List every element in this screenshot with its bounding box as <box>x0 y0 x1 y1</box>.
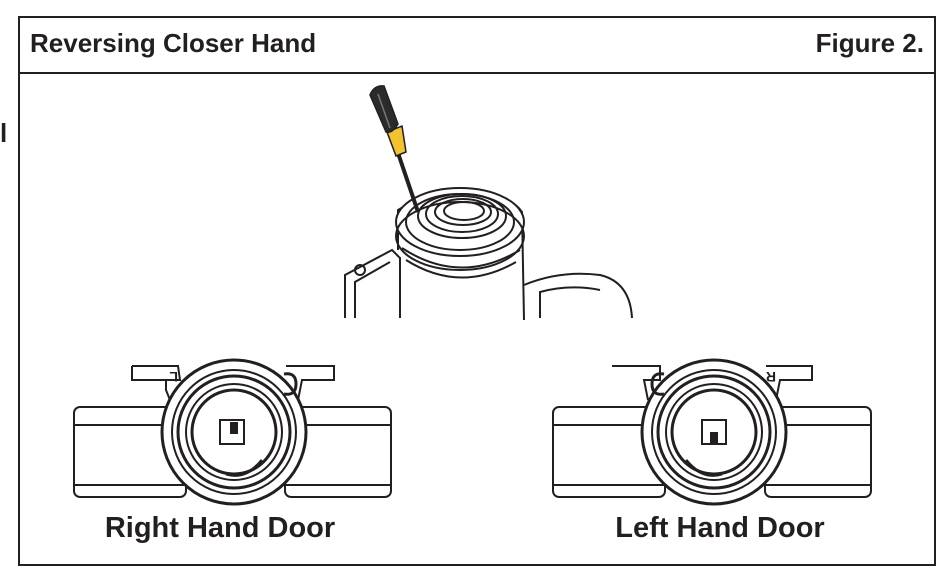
spring-marker-right: L <box>169 369 178 385</box>
left-hand-door-closer <box>552 358 872 506</box>
caption-right-hand-door: Right Hand Door <box>104 512 336 544</box>
closer-body-illustration <box>344 187 633 321</box>
right-hand-door-closer <box>73 358 392 506</box>
figure-number: Figure 2. <box>815 28 924 58</box>
spring-marker-left: R <box>766 369 776 385</box>
figure-title: Reversing Closer Hand <box>30 28 317 58</box>
stray-text-fragment: l <box>0 118 8 148</box>
screwdriver-illustration <box>369 85 420 213</box>
figure-header: Reversing Closer Hand Figure 2. <box>18 16 936 74</box>
figure-frame <box>18 16 936 566</box>
caption-left-hand-door: Left Hand Door <box>615 512 825 544</box>
